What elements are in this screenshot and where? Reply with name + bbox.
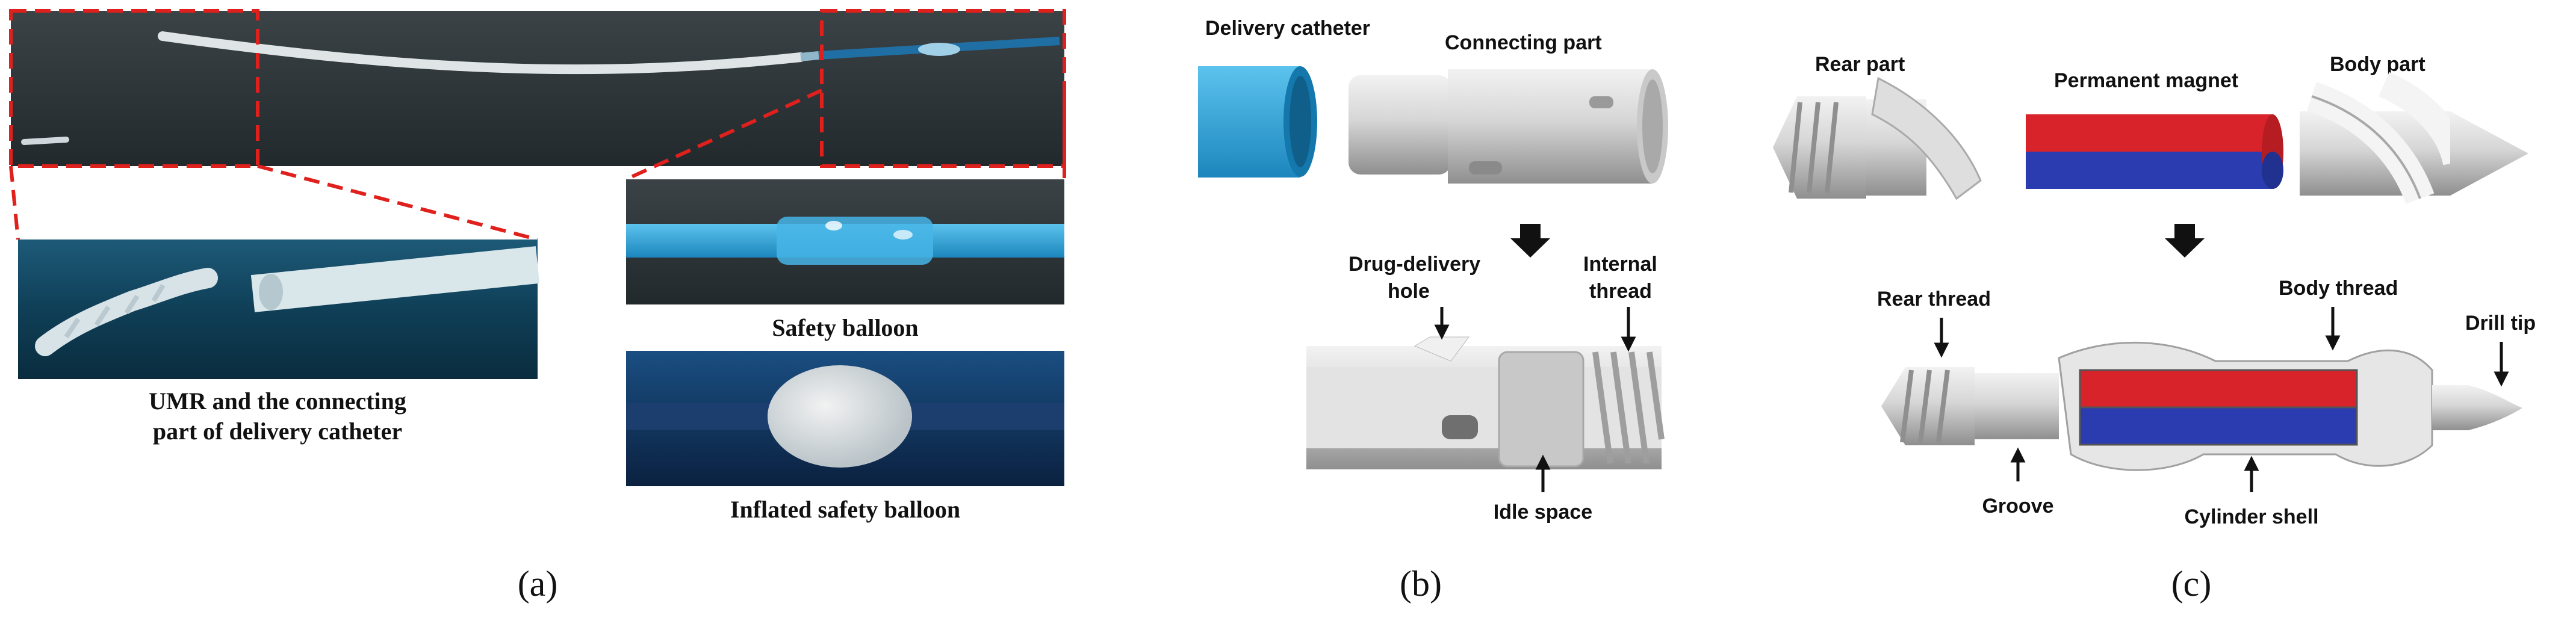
panel-c-caption: (c)	[2171, 564, 2212, 604]
drill-tip-label: Drill tip	[2465, 312, 2536, 335]
cylinder-shell-label: Cylinder shell	[2185, 505, 2319, 528]
body-thread-label: Body thread	[2279, 277, 2398, 300]
connecting-part-label: Connecting part	[1445, 31, 1602, 54]
delivery-catheter-label: Delivery catheter	[1205, 17, 1370, 40]
zoom-line	[625, 88, 823, 181]
safety-balloon-caption: Safety balloon	[772, 314, 918, 341]
safety-balloon-photo	[626, 179, 1064, 304]
panel-a: UMR and the connecting part of delivery …	[9, 9, 1066, 604]
groove-label: Groove	[1982, 495, 2053, 518]
body-part-label: Body part	[2330, 53, 2425, 76]
umr-caption-line2: part of delivery catheter	[153, 418, 402, 445]
panel-b-caption: (b)	[1400, 564, 1442, 604]
transition-arrow	[2165, 224, 2205, 258]
rear-part	[1773, 76, 1982, 200]
umr-closeup-photo	[18, 239, 540, 379]
internal-thread-label-2: thread	[1589, 280, 1652, 303]
transition-arrow	[1510, 224, 1550, 258]
drug-delivery-label-1: Drug-delivery	[1349, 253, 1480, 276]
assembled-umr-section	[1881, 341, 2522, 471]
connecting-part-top	[1349, 69, 1668, 184]
panel-a-caption: (a)	[518, 564, 558, 604]
inflated-balloon-photo	[626, 351, 1064, 486]
panel-c: Rear part Permanent magnet Body part	[1773, 53, 2536, 604]
catheter-photo	[9, 9, 1066, 168]
permanent-magnet-label: Permanent magnet	[2054, 69, 2238, 92]
panel-b: Delivery catheter Connecting part	[1198, 17, 1668, 604]
idle-space-label: Idle space	[1494, 501, 1592, 524]
delivery-catheter-part	[1198, 66, 1317, 178]
body-part	[2300, 72, 2528, 205]
permanent-magnet	[2026, 114, 2283, 189]
zoom-line	[257, 164, 538, 241]
internal-thread-label-1: Internal	[1583, 253, 1657, 276]
connecting-part-section	[1306, 336, 1665, 469]
drug-delivery-label-2: hole	[1388, 280, 1430, 303]
inflated-balloon-caption: Inflated safety balloon	[730, 496, 960, 523]
rear-thread-label: Rear thread	[1877, 288, 1991, 311]
zoom-line	[9, 165, 20, 240]
umr-caption-line1: UMR and the connecting	[149, 388, 406, 415]
rear-part-label: Rear part	[1815, 53, 1905, 76]
